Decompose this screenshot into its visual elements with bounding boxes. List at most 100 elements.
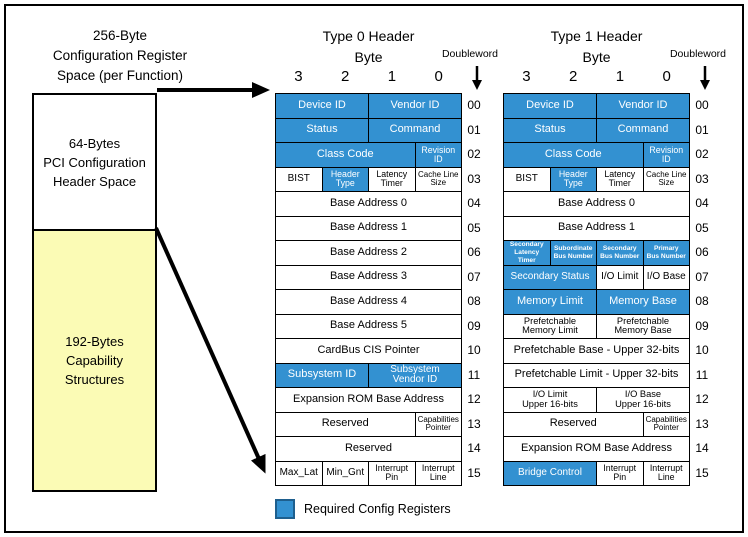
register-cell: Subsystem ID bbox=[276, 363, 368, 387]
register-cell: Secondary Latency Timer bbox=[504, 241, 550, 265]
doubleword-number: 07 bbox=[695, 269, 709, 284]
doubleword-number: 07 bbox=[467, 269, 481, 284]
register-cell: I/O Limit Upper 16-bits bbox=[504, 388, 596, 412]
required-register-swatch bbox=[275, 499, 295, 519]
capability-structures-section: 192-Bytes Capability Structures bbox=[34, 231, 155, 490]
register-cell: Interrupt Pin bbox=[597, 461, 643, 485]
byte-number-0: 0 bbox=[434, 68, 443, 85]
doubleword-number: 06 bbox=[467, 245, 481, 260]
legend: Required Config Registers bbox=[275, 499, 451, 519]
register-cell: Max_Lat bbox=[276, 461, 322, 485]
byte-numbers: 3 2 1 0 bbox=[503, 68, 690, 85]
register-cell: Expansion ROM Base Address bbox=[504, 437, 689, 461]
register-cell: Base Address 1 bbox=[276, 216, 461, 240]
doubleword-number: 13 bbox=[467, 416, 481, 431]
doubleword-number: 03 bbox=[695, 171, 709, 186]
header-space-section: 64-Bytes PCI Configuration Header Space bbox=[34, 95, 155, 231]
register-cell: Base Address 3 bbox=[276, 265, 461, 289]
legend-label: Required Config Registers bbox=[304, 502, 451, 516]
register-cell: Base Address 0 bbox=[504, 192, 689, 216]
register-cell: Status bbox=[504, 118, 596, 142]
doubleword-number: 12 bbox=[467, 392, 481, 407]
register-cell: Vendor ID bbox=[597, 94, 689, 118]
register-cell: Class Code bbox=[276, 143, 415, 167]
register-cell: Bridge Control bbox=[504, 461, 596, 485]
register-cell: Command bbox=[369, 118, 461, 142]
doubleword-number: 01 bbox=[467, 122, 481, 137]
type0-header-block: Type 0 Header Byte 3 2 1 0 Doubleword De… bbox=[263, 24, 498, 489]
byte-number-3: 3 bbox=[522, 68, 531, 85]
register-cell: Base Address 0 bbox=[276, 192, 461, 216]
outer-frame bbox=[4, 4, 744, 533]
byte-number-2: 2 bbox=[568, 68, 578, 85]
register-cell: I/O Limit bbox=[597, 265, 643, 289]
register-cell: Class Code bbox=[504, 143, 643, 167]
doubleword-number: 12 bbox=[695, 392, 709, 407]
doubleword-number: 14 bbox=[467, 441, 481, 456]
register-cell: Prefetchable Base - Upper 32-bits bbox=[504, 339, 689, 363]
register-cell: Capabilities Pointer bbox=[643, 412, 689, 436]
byte-axis-label: Byte bbox=[354, 49, 383, 65]
doubleword-number: 04 bbox=[695, 196, 709, 211]
register-cell: Command bbox=[597, 118, 689, 142]
doubleword-number: 08 bbox=[695, 294, 709, 309]
doubleword-number: 06 bbox=[695, 245, 709, 260]
register-cell: Header Type bbox=[322, 167, 368, 191]
register-cell: Interrupt Line bbox=[643, 461, 689, 485]
doubleword-number: 00 bbox=[695, 98, 709, 113]
type0-title: Type 0 Header bbox=[322, 28, 415, 44]
register-cell: Prefetchable Memory Base bbox=[597, 314, 689, 338]
doubleword-number: 13 bbox=[695, 416, 709, 431]
byte-number-2: 2 bbox=[340, 68, 350, 85]
doubleword-number: 02 bbox=[467, 147, 481, 162]
register-cell: Interrupt Line bbox=[415, 461, 461, 485]
doubleword-number: 14 bbox=[695, 441, 709, 456]
register-cell: Revision ID bbox=[643, 143, 689, 167]
doubleword-number: 15 bbox=[467, 465, 481, 480]
register-cell: Latency Timer bbox=[597, 167, 643, 191]
register-cell: Secondary Bus Number bbox=[597, 241, 643, 265]
register-cell: Interrupt Pin bbox=[369, 461, 415, 485]
register-cell: Vendor ID bbox=[369, 94, 461, 118]
byte-numbers: 3 2 1 0 bbox=[275, 68, 462, 85]
doubleword-number: 03 bbox=[467, 171, 481, 186]
config-space-box: 64-Bytes PCI Configuration Header Space … bbox=[32, 93, 157, 492]
doubleword-number: 11 bbox=[467, 367, 481, 382]
doubleword-number: 04 bbox=[467, 196, 481, 211]
register-cell: Base Address 2 bbox=[276, 241, 461, 265]
register-cell: Cache Line Size bbox=[415, 167, 461, 191]
doubleword-number: 00 bbox=[467, 98, 481, 113]
register-cell: Base Address 4 bbox=[276, 290, 461, 314]
doubleword-number: 08 bbox=[467, 294, 481, 309]
doubleword-label: Doubleword bbox=[669, 48, 727, 60]
doubleword-number: 01 bbox=[695, 122, 709, 137]
doubleword-number: 15 bbox=[695, 465, 709, 480]
diagram-title: 256-Byte Configuration Register Space (p… bbox=[52, 28, 188, 83]
register-cell: Prefetchable Memory Limit bbox=[504, 314, 596, 338]
doubleword-number: 05 bbox=[695, 220, 709, 235]
register-cell: Memory Limit bbox=[504, 290, 596, 314]
register-cell: Device ID bbox=[504, 94, 596, 118]
byte-number-0: 0 bbox=[662, 68, 671, 85]
register-cell: Expansion ROM Base Address bbox=[276, 388, 461, 412]
type1-title: Type 1 Header bbox=[550, 28, 643, 44]
byte-number-1: 1 bbox=[615, 68, 625, 85]
register-cell: Capabilities Pointer bbox=[415, 412, 461, 436]
register-cell: CardBus CIS Pointer bbox=[276, 339, 461, 363]
doubleword-number: 10 bbox=[467, 343, 481, 358]
register-cell: Cache Line Size bbox=[643, 167, 689, 191]
register-cell: Revision ID bbox=[415, 143, 461, 167]
register-cell: Primary Bus Number bbox=[643, 241, 689, 265]
type1-header-block: Type 1 Header Byte 3 2 1 0 Doubleword De… bbox=[491, 24, 726, 489]
register-cell: BIST bbox=[504, 167, 550, 191]
register-cell: I/O Base bbox=[643, 265, 689, 289]
register-cell: Base Address 5 bbox=[276, 314, 461, 338]
byte-axis-label: Byte bbox=[582, 49, 611, 65]
register-cell: Reserved bbox=[276, 437, 461, 461]
register-cell: Status bbox=[276, 118, 368, 142]
